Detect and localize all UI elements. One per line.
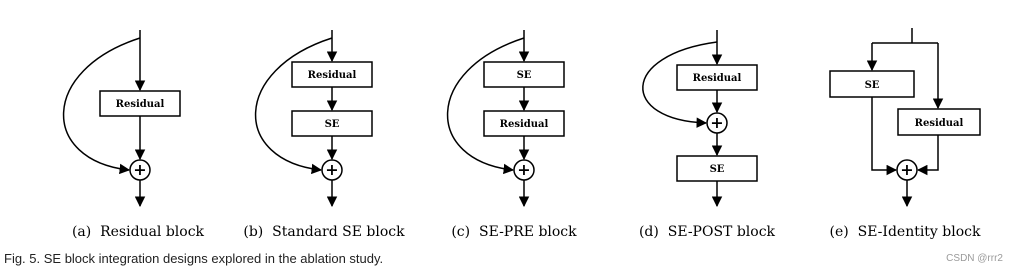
caption-e: (e) SE-Identity block <box>830 224 982 240</box>
add-operator-symbol: + <box>710 113 723 132</box>
watermark: CSDN @rrr2 <box>946 253 1003 264</box>
residual-box-label: Residual <box>915 118 964 129</box>
se-box-label: SE <box>325 119 340 130</box>
se-box <box>829 70 915 98</box>
add-operator-symbol: + <box>517 160 530 179</box>
subfigure-c <box>446 30 565 208</box>
se-box-label: SE <box>710 164 725 175</box>
skip-connection <box>446 37 525 175</box>
residual-box <box>897 108 981 136</box>
subfigure-e <box>829 28 981 208</box>
caption-a: (a) Residual block <box>72 224 205 240</box>
residual-to-add-arrow <box>916 135 939 176</box>
caption-d: (d) SE-POST block <box>639 224 776 240</box>
caption-b: (b) Standard SE block <box>243 224 405 240</box>
residual-box-label: Residual <box>500 119 549 130</box>
figure-caption: Fig. 5. SE block integration designs exp… <box>4 251 384 266</box>
se-box <box>483 61 565 88</box>
residual-box-label: Residual <box>116 99 165 110</box>
residual-box <box>483 110 565 137</box>
subfigure-a <box>62 30 181 208</box>
skip-connection <box>62 37 141 175</box>
se-box-label: SE <box>865 80 880 91</box>
skip-connection <box>254 37 333 175</box>
subfigure-b <box>254 30 373 208</box>
caption-c: (c) SE-PRE block <box>451 224 577 240</box>
subfigure-d <box>642 30 758 208</box>
add-operator-symbol: + <box>900 160 913 179</box>
residual-box-label: Residual <box>693 73 742 84</box>
residual-box <box>676 64 758 91</box>
add-operator-symbol: + <box>325 160 338 179</box>
se-box-label: SE <box>517 70 532 81</box>
residual-box-label: Residual <box>308 70 357 81</box>
skip-connection <box>642 41 718 128</box>
se-to-add-arrow <box>871 97 898 176</box>
add-operator-symbol: + <box>133 160 146 179</box>
